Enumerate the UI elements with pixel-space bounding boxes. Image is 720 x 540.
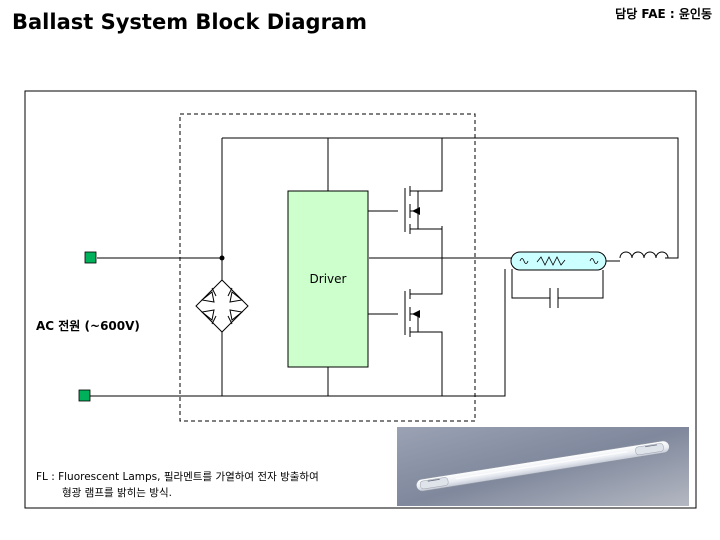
lamp-filaments: [519, 256, 599, 266]
junction-dot: [219, 255, 225, 261]
fl-note: FL : Fluorescent Lamps, 필라멘트를 가열하여 전자 방출…: [36, 469, 319, 501]
photo-lamp-tube: [416, 440, 670, 492]
mosfet-lower-arrow: [412, 310, 420, 318]
gate-lines: [368, 210, 398, 315]
mosfet-upper-arrow: [412, 207, 420, 215]
fluorescent-lamp-photo: [397, 427, 689, 506]
mosfet-upper: [404, 186, 443, 234]
bridge-diodes: [200, 287, 244, 325]
fl-note-line2: 형광 램프를 밝히는 방식.: [62, 487, 172, 499]
driver-block: [287, 190, 369, 368]
input-terminal-top: [84, 251, 97, 264]
capacitor: [549, 288, 559, 308]
input-terminal-bottom: [78, 389, 91, 402]
driver-label: Driver: [310, 272, 347, 286]
dashed-ic-region: [179, 113, 476, 422]
outer-frame: [24, 90, 697, 509]
fl-note-line1: FL : Fluorescent Lamps, 필라멘트를 가열하여 전자 방출…: [36, 471, 319, 483]
inductor: [619, 251, 669, 259]
lamp-tube: [510, 251, 607, 271]
page-title: Ballast System Block Diagram: [12, 10, 367, 34]
mosfet-lower: [404, 289, 443, 364]
owner-label: 담당 FAE : 윤인동: [615, 7, 712, 21]
ac-source-label: AC 전원 (~600V): [36, 318, 140, 333]
